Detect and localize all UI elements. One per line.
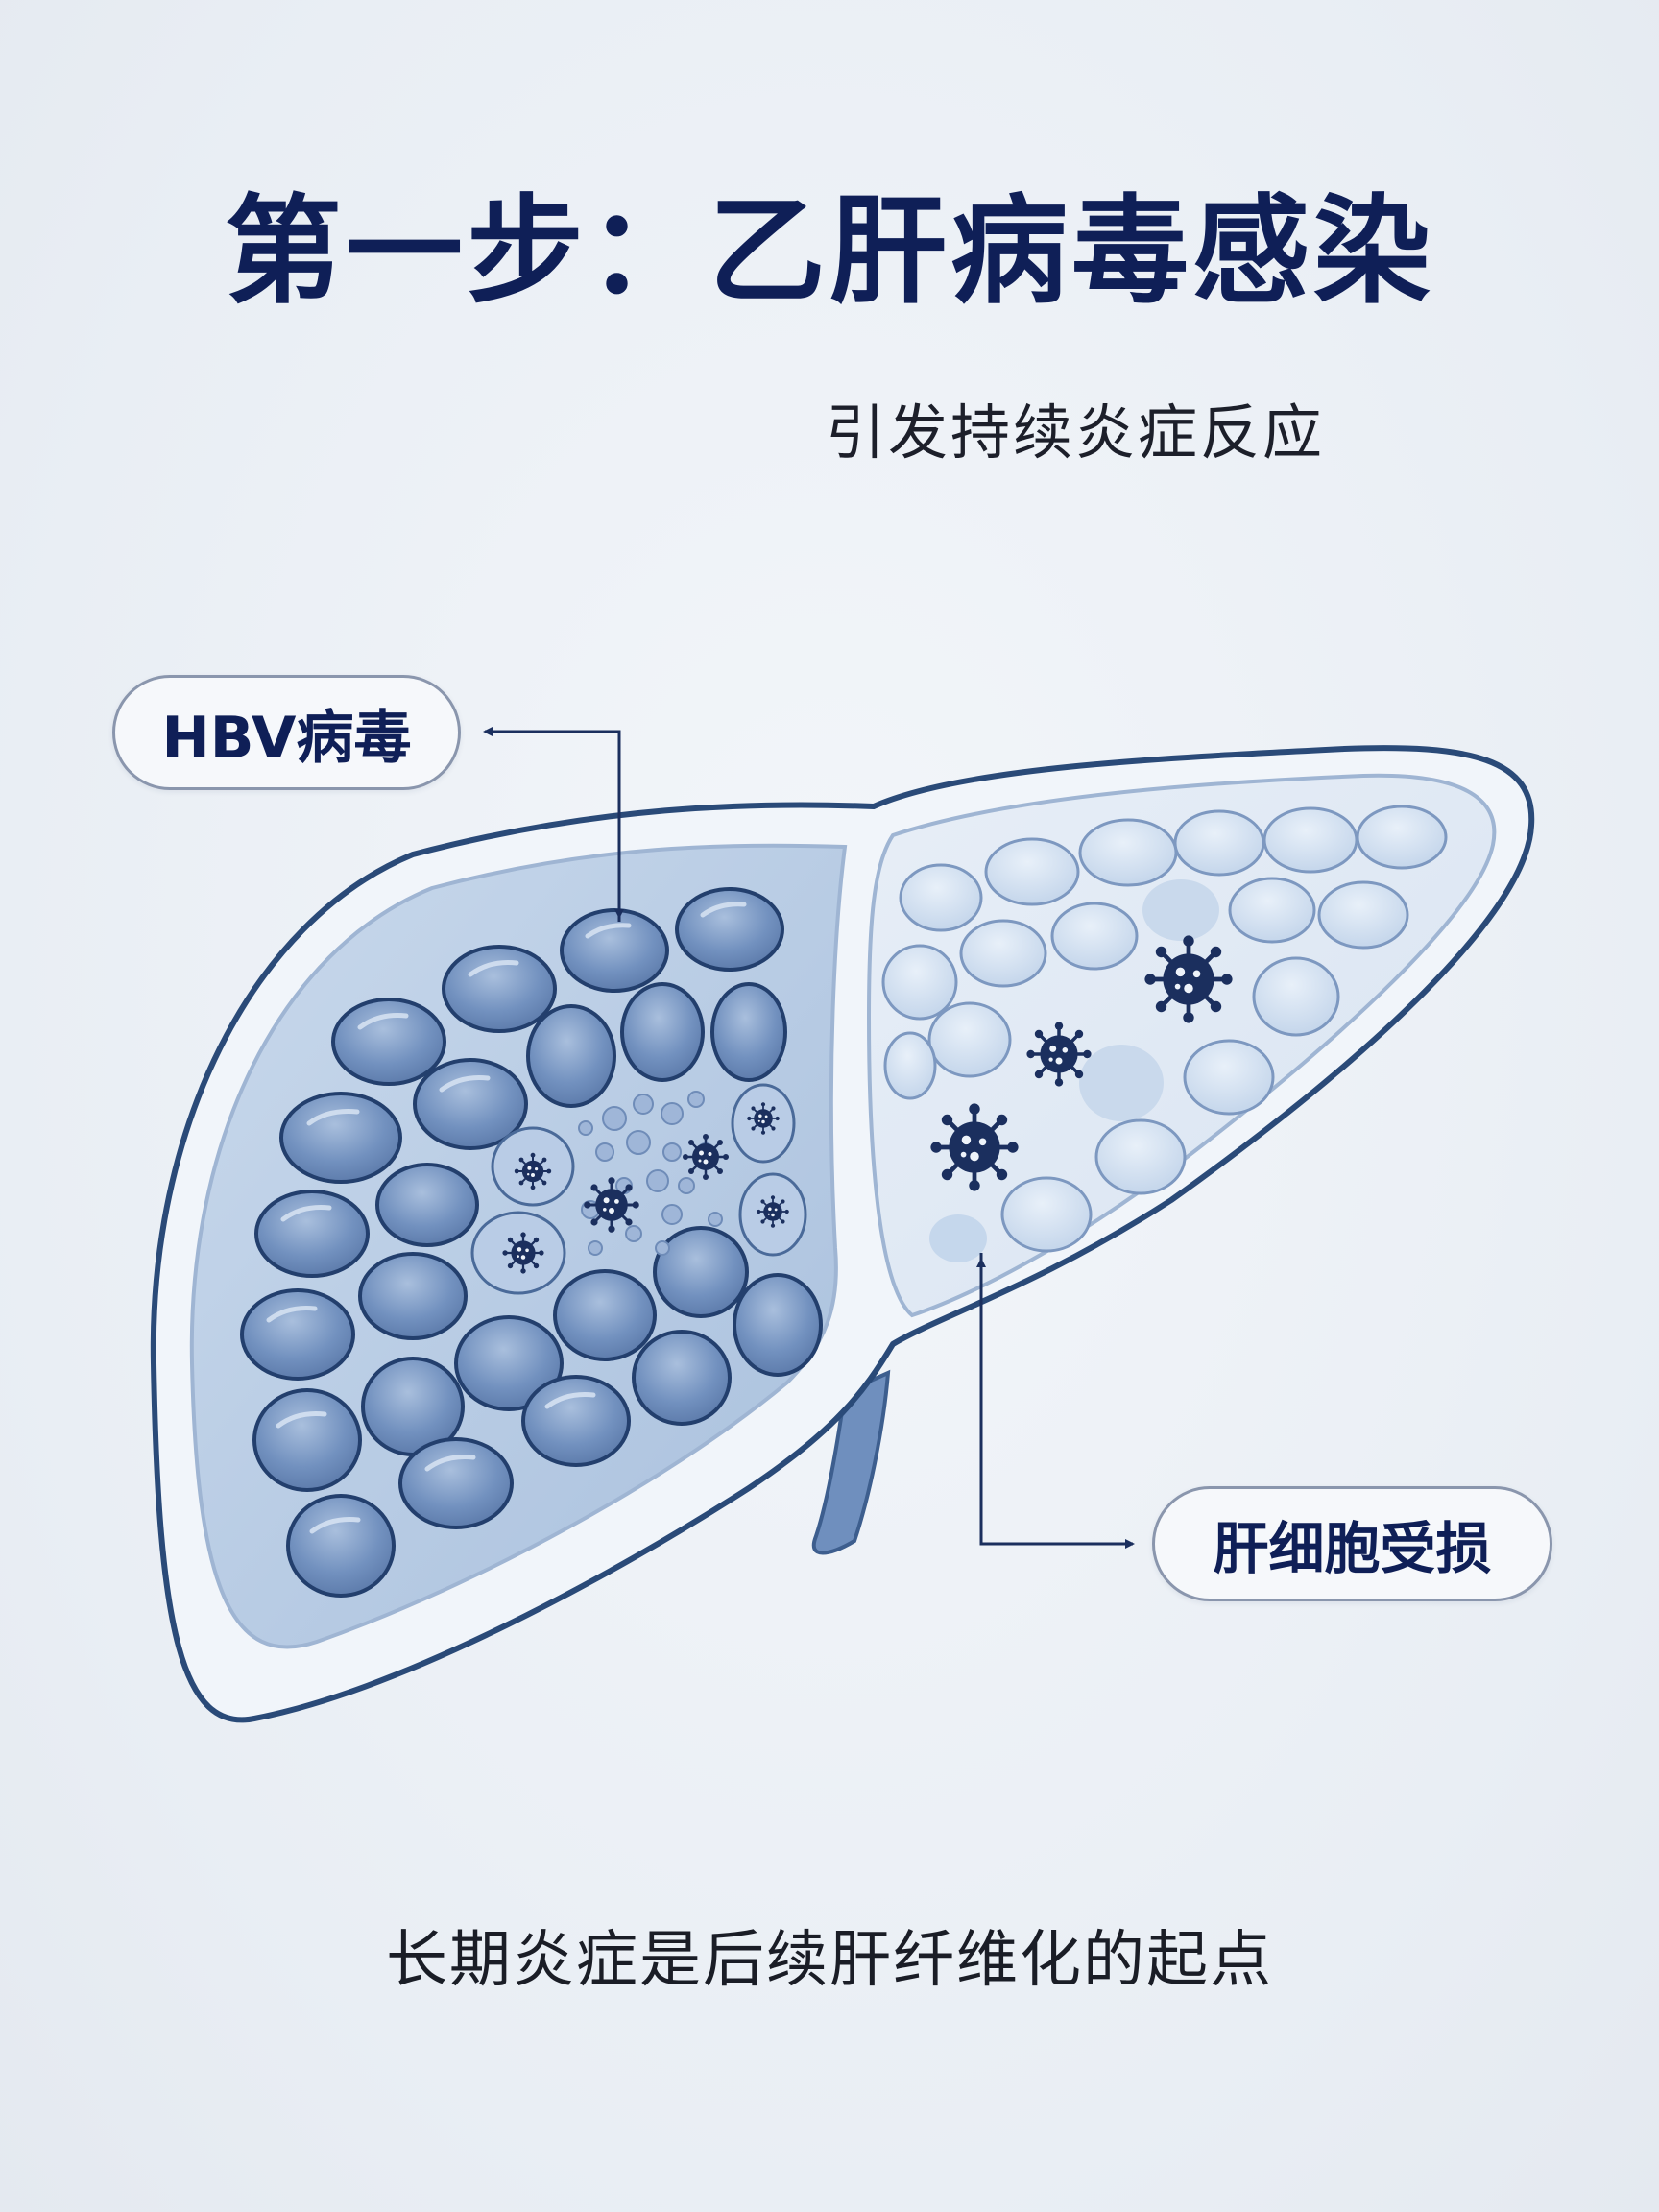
virus-icon	[1144, 935, 1232, 1022]
gallbladder	[811, 1369, 891, 1555]
infected-cells	[470, 1083, 807, 1295]
virus-icon	[582, 1175, 641, 1235]
page-caption: 长期炎症是后续肝纤维化的起点	[386, 1925, 1273, 1996]
page-subtitle: 引发持续炎症反应	[826, 397, 1326, 468]
damaged-cells	[881, 805, 1448, 1262]
virus-icon	[1024, 1020, 1094, 1089]
cell-highlights	[266, 902, 747, 1534]
label-liver-cell-damage: 肝细胞受损	[1152, 1486, 1552, 1601]
virus-icon	[513, 1151, 553, 1191]
page-title: 第一步：乙肝病毒感染	[225, 183, 1434, 320]
virus-icon	[501, 1231, 545, 1275]
arrow-icon	[483, 727, 1135, 1549]
virus-icon	[930, 1103, 1018, 1190]
label-hbv-virus: HBV病毒	[112, 675, 461, 790]
virus-icon	[746, 1101, 781, 1136]
virus-icon	[681, 1132, 731, 1182]
virus-icon	[756, 1194, 790, 1229]
healthy-cells	[240, 887, 823, 1598]
